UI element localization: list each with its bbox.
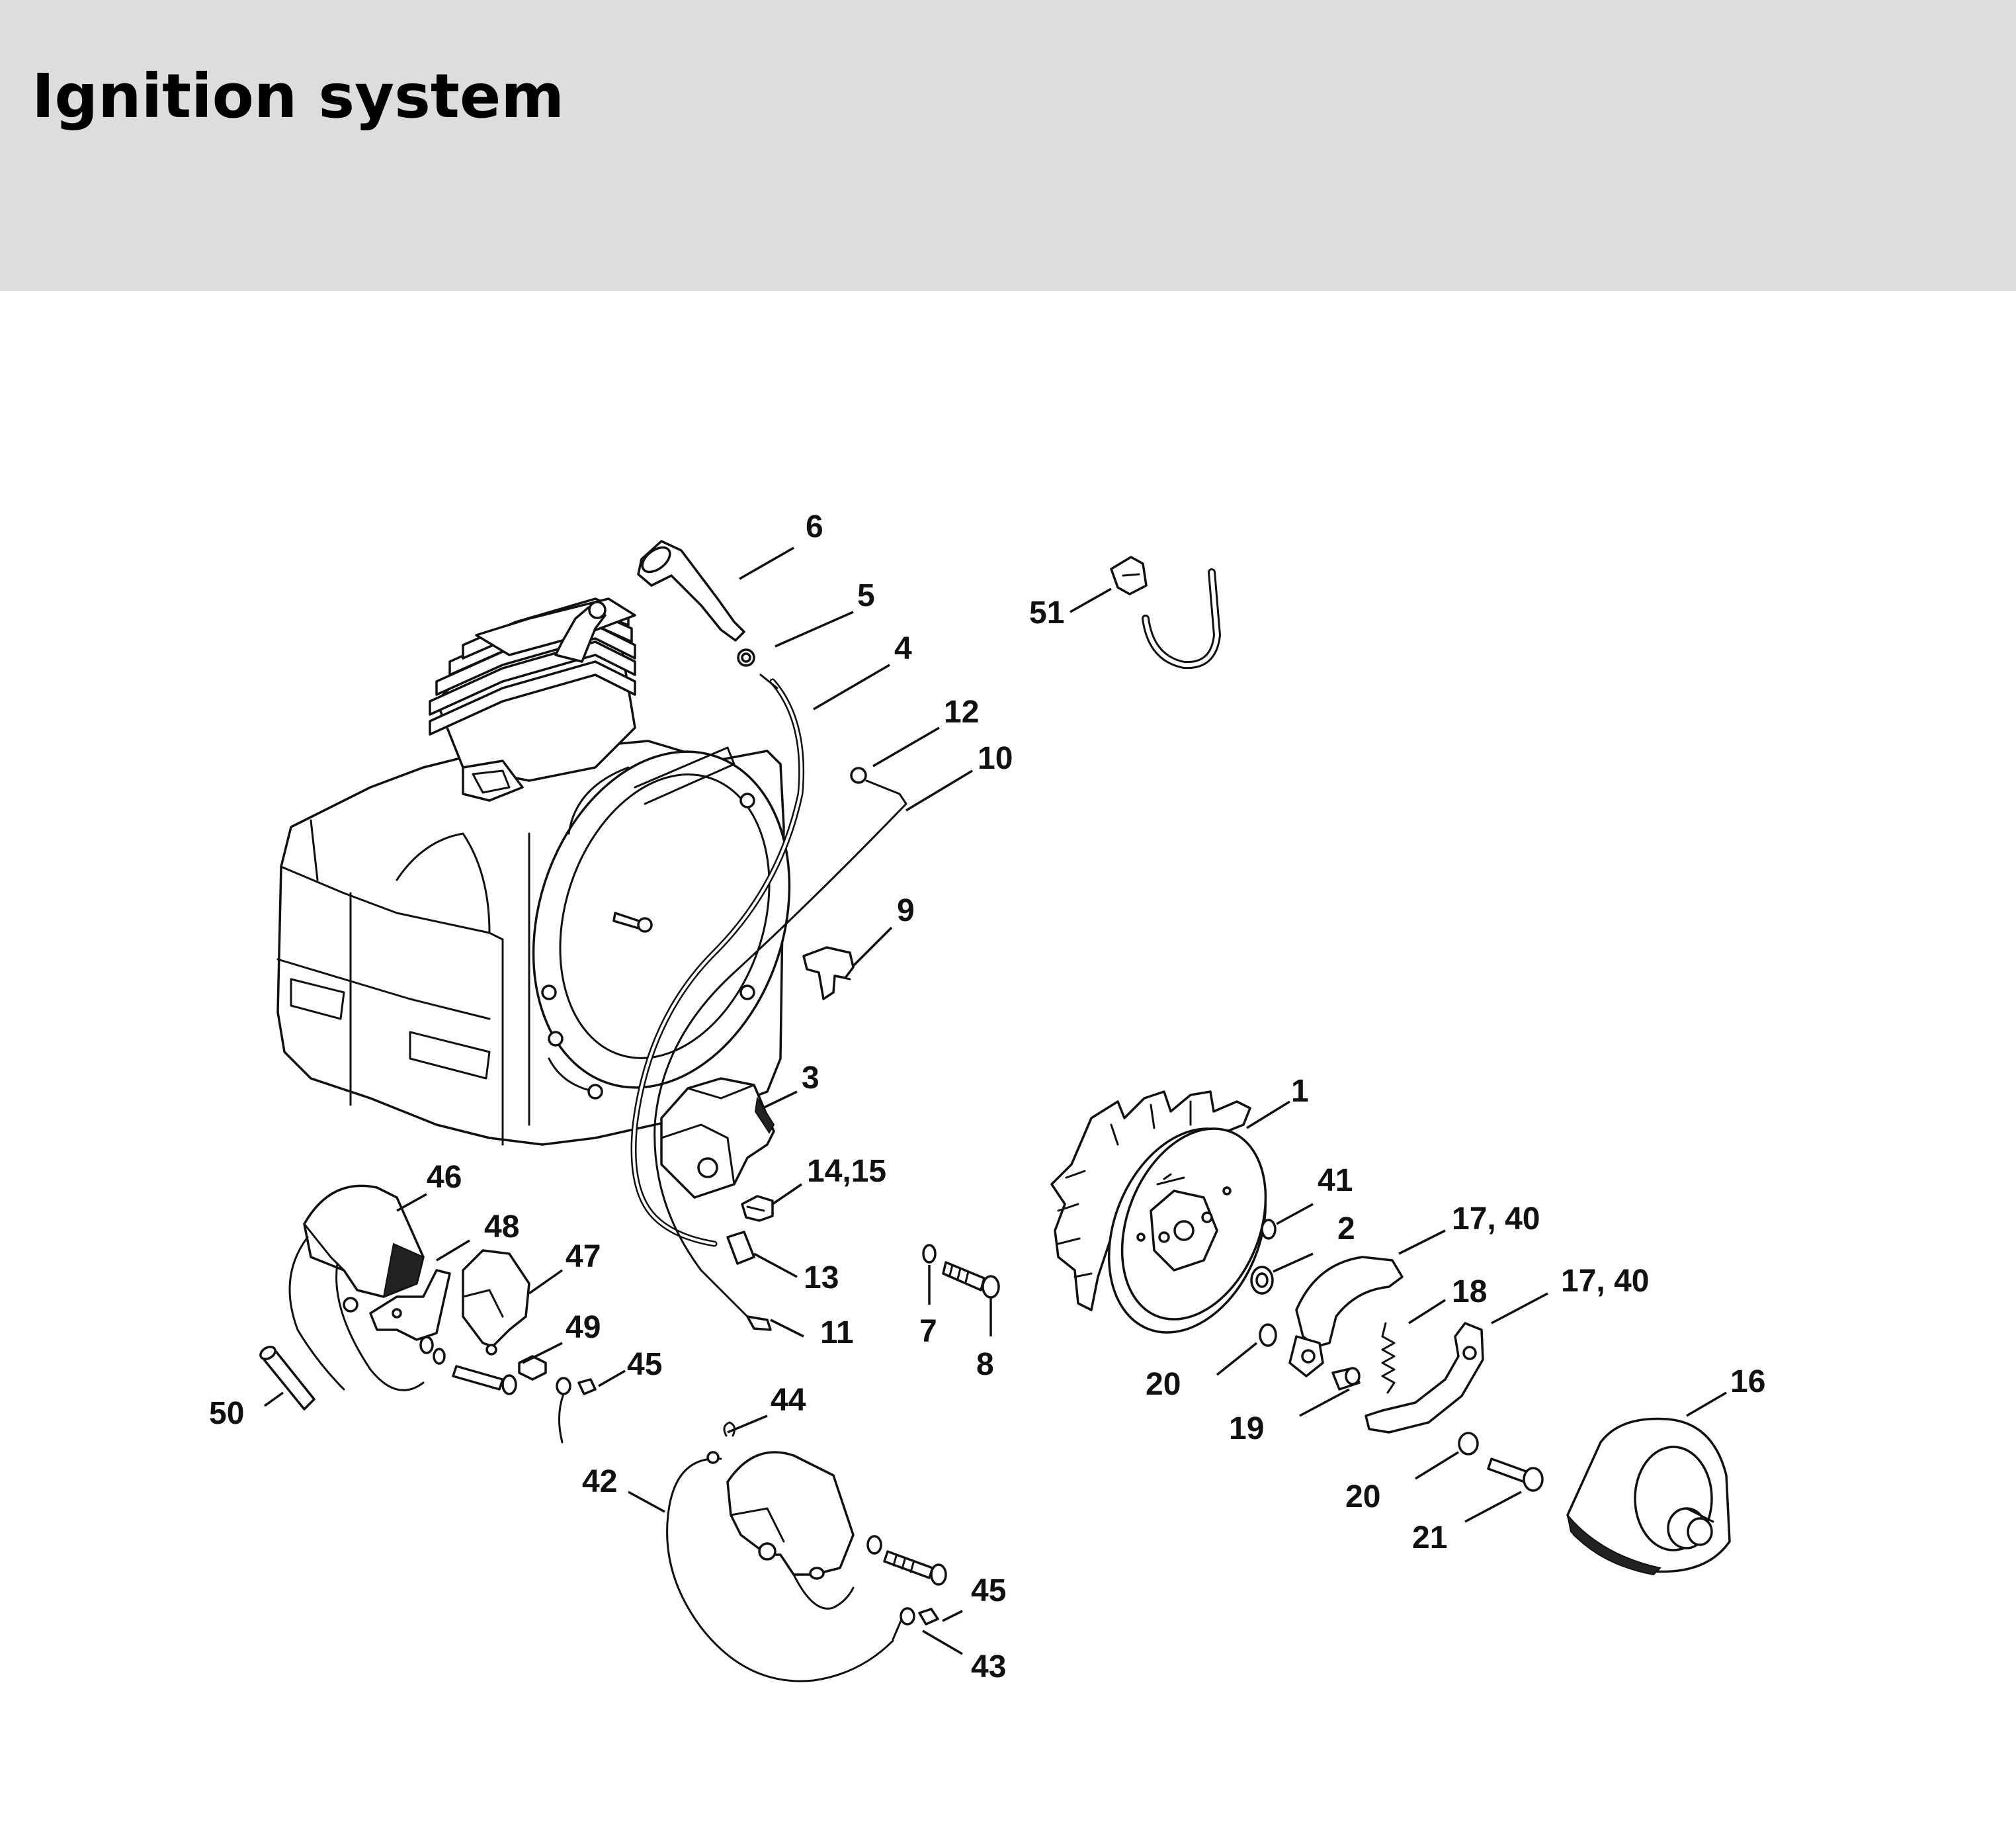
washer-7-drawing <box>922 1244 937 1264</box>
bracket-48-drawing <box>369 1269 451 1341</box>
clutch-shoe-upper-drawing <box>1288 1256 1404 1377</box>
callout-4: 4 <box>894 631 912 666</box>
callout-16: 16 <box>1730 1364 1765 1399</box>
callout-41: 41 <box>1318 1163 1353 1198</box>
callout-11: 11 <box>820 1315 854 1350</box>
callout-49: 49 <box>566 1310 601 1345</box>
contact-spring-drawing <box>802 946 855 1000</box>
engine-crankcase-drawing <box>276 597 791 1146</box>
callout-8: 8 <box>976 1347 994 1382</box>
page-title: Ignition system <box>32 61 565 132</box>
spring-clip-drawing <box>737 648 755 667</box>
flywheel-drawing <box>1050 1090 1267 1334</box>
connector-drawing <box>741 1195 774 1222</box>
callout-46: 46 <box>427 1160 462 1195</box>
callout-48: 48 <box>484 1209 519 1244</box>
callout-20-upper: 20 <box>1146 1367 1181 1402</box>
callout-12: 12 <box>944 695 979 730</box>
callout-labels: 6 5 4 12 10 9 3 14,15 13 11 7 8 1 41 2 1… <box>209 509 1765 1684</box>
screw-21-drawing <box>1487 1457 1544 1492</box>
leader-lines <box>263 546 1727 1655</box>
ignition-module-drawing <box>660 1077 775 1199</box>
callout-13: 13 <box>804 1260 839 1295</box>
plug-and-hose-drawing <box>1110 556 1221 670</box>
callout-3: 3 <box>802 1061 819 1096</box>
washer-and-nut-drawing <box>1250 1219 1277 1295</box>
ground-terminal-43-drawing <box>892 1607 939 1641</box>
callout-14-15: 14,15 <box>807 1154 886 1189</box>
spark-plug-boot-drawing <box>637 540 745 642</box>
ground-wire-drawing <box>419 1336 597 1444</box>
clutch-shoe-lower-drawing <box>1365 1322 1484 1434</box>
callout-5: 5 <box>857 578 875 613</box>
screws-49-drawing <box>433 1348 547 1395</box>
clutch-drum-drawing <box>1566 1417 1731 1576</box>
callout-10: 10 <box>978 741 1013 776</box>
callout-21: 21 <box>1412 1520 1447 1555</box>
callout-20-lower: 20 <box>1345 1479 1380 1514</box>
washer-screw-lower-drawing <box>866 1535 947 1586</box>
ignition-lead-drawing <box>630 674 805 1247</box>
callout-7: 7 <box>919 1314 937 1349</box>
callout-42: 42 <box>582 1464 617 1499</box>
ignition-module-46-drawing <box>288 1184 425 1391</box>
short-cable-drawing <box>653 767 907 1331</box>
callout-43: 43 <box>971 1649 1006 1684</box>
callout-47: 47 <box>566 1239 601 1274</box>
callout-45-upper: 45 <box>627 1347 662 1382</box>
bushing-drawing <box>1331 1367 1361 1391</box>
header-bar: Ignition system <box>0 0 2016 291</box>
callout-6: 6 <box>806 509 823 544</box>
callout-45-lower: 45 <box>971 1573 1006 1608</box>
ignition-lead-42-drawing <box>666 1451 894 1682</box>
ignition-module-42-drawing <box>726 1451 855 1610</box>
tension-spring-drawing <box>1381 1322 1396 1394</box>
callout-44: 44 <box>771 1383 806 1418</box>
callout-19: 19 <box>1229 1411 1264 1446</box>
callout-9: 9 <box>897 893 915 928</box>
hose-50-drawing <box>259 1346 315 1411</box>
callout-18: 18 <box>1452 1274 1487 1309</box>
callout-50: 50 <box>209 1396 244 1431</box>
washer-drawing <box>1259 1323 1479 1456</box>
callout-17-40-lower: 17, 40 <box>1561 1264 1649 1299</box>
module-47-drawing <box>462 1249 530 1356</box>
callout-51: 51 <box>1029 595 1064 630</box>
sleeve-drawing <box>726 1231 755 1265</box>
callout-2: 2 <box>1337 1211 1355 1246</box>
callout-1: 1 <box>1291 1074 1309 1109</box>
callout-17-40-upper: 17, 40 <box>1452 1201 1540 1237</box>
screw-8-drawing <box>942 1261 1000 1299</box>
